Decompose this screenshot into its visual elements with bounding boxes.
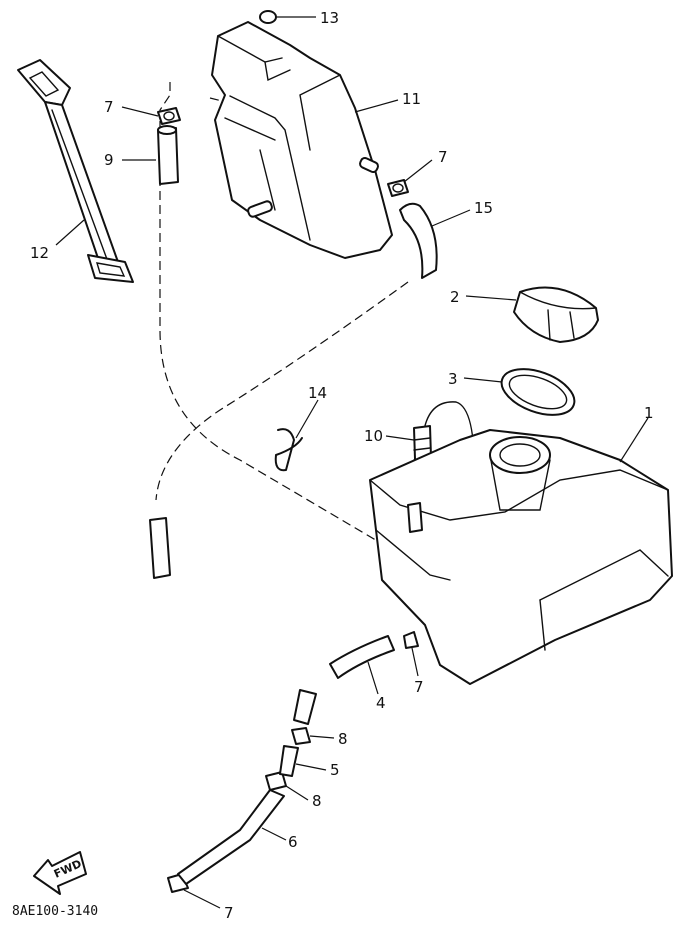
short-pipe — [149, 517, 171, 579]
callout-4: 4 — [376, 694, 386, 712]
callout-2: 2 — [450, 288, 460, 306]
reservoir-tank — [211, 21, 393, 259]
leader-line — [55, 219, 85, 246]
hose-joint — [279, 745, 299, 777]
callout-1: 1 — [644, 404, 654, 422]
leader-line — [385, 435, 415, 441]
reservoir-cap — [259, 10, 277, 24]
hose-clamp — [157, 107, 181, 125]
leader-line — [285, 785, 309, 801]
leader-line — [121, 106, 159, 117]
leader-line — [309, 735, 335, 739]
callout-12: 12 — [30, 244, 49, 262]
dashed-guide-line — [159, 82, 436, 576]
callout-15: 15 — [474, 199, 493, 217]
callout-5: 5 — [330, 761, 340, 779]
leader-line — [619, 417, 649, 463]
callout-7: 7 — [224, 904, 234, 922]
leader-line — [183, 889, 221, 909]
fwd-arrow-icon: FWD — [33, 851, 87, 895]
callout-9: 9 — [104, 151, 114, 169]
callout-13: 13 — [320, 9, 339, 27]
diagram-code: 8AE100-3140 — [12, 904, 98, 919]
callout-7: 7 — [438, 148, 448, 166]
leader-line — [463, 377, 503, 383]
pipe-clamp — [291, 727, 311, 745]
leader-line — [354, 99, 399, 113]
leader-line — [295, 399, 319, 439]
leader-line — [261, 827, 287, 841]
callout-3: 3 — [448, 370, 458, 388]
hose-clip — [274, 428, 303, 472]
filler-cap — [513, 286, 599, 343]
strap-band — [17, 59, 134, 283]
callout-8: 8 — [338, 730, 348, 748]
callout-8: 8 — [312, 792, 322, 810]
fuel-hose — [329, 635, 395, 679]
callout-7: 7 — [104, 98, 114, 116]
hose-clamp — [387, 179, 409, 197]
hose-clamp — [403, 631, 419, 649]
leader-line — [431, 209, 471, 227]
overflow-hose — [399, 202, 438, 279]
leader-line — [295, 763, 327, 771]
short-hose — [293, 689, 317, 725]
callout-6: 6 — [288, 833, 298, 851]
callout-10: 10 — [364, 427, 383, 445]
callout-11: 11 — [402, 90, 421, 108]
short-hose — [157, 125, 179, 185]
leader-line — [465, 295, 517, 301]
gasket-ring — [500, 368, 576, 416]
callout-7: 7 — [414, 678, 424, 696]
leader-line — [367, 661, 379, 695]
main-tank — [369, 429, 673, 685]
leader-line — [411, 647, 419, 677]
callout-14: 14 — [308, 384, 327, 402]
fuel-hose-long — [177, 789, 285, 885]
leader-line — [403, 159, 433, 183]
